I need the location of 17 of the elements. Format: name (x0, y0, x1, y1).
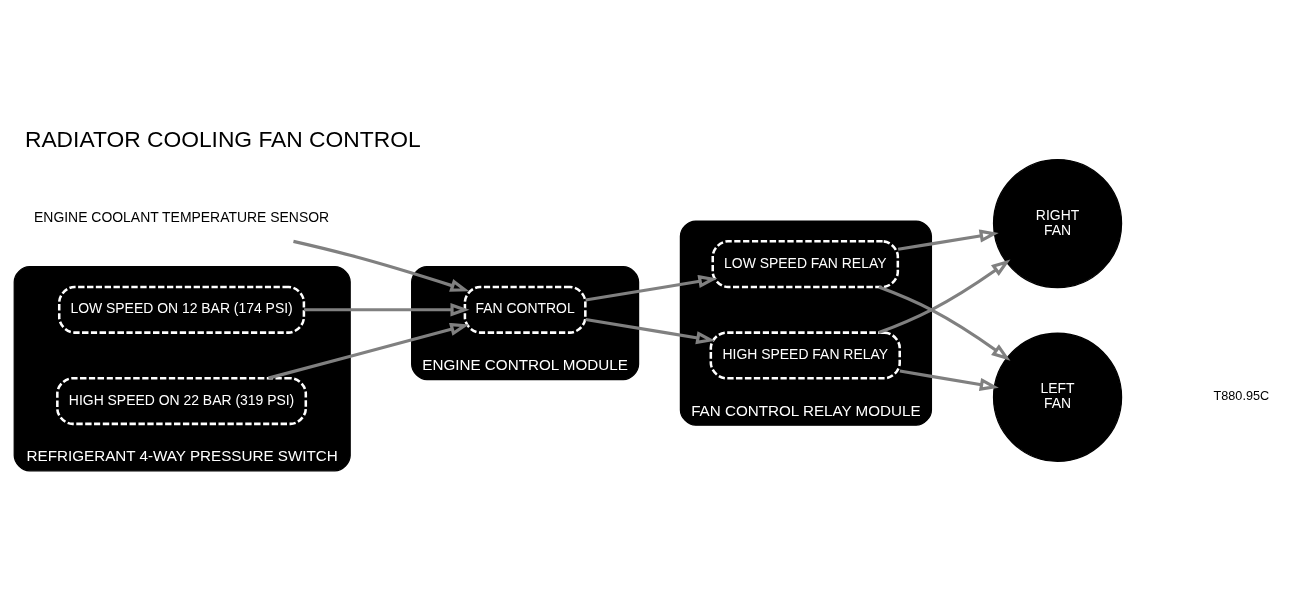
arrow (897, 229, 999, 251)
node-box: LOW SPEED ON 12 BAR (174 PSI) (57, 285, 306, 334)
label: T880.95C (1213, 389, 1270, 404)
arrow (878, 285, 1011, 361)
arrow (585, 317, 716, 345)
arrow (878, 259, 1011, 334)
node-box: HIGH SPEED FAN RELAY (709, 331, 901, 380)
arrow (268, 322, 470, 380)
arrow (899, 369, 999, 392)
diagram-title: RADIATOR COOLING FAN CONTROL (24, 126, 421, 153)
node-box: LOW SPEED FAN RELAY (711, 240, 900, 289)
node-text: ENGINE COOLANT TEMPERATURE SENSOR (34, 209, 330, 226)
node-box: FAN CONTROL (463, 285, 587, 334)
node-box: HIGH SPEED ON 22 BAR (319 PSI) (56, 377, 308, 426)
arrow (304, 303, 470, 317)
arrow (585, 274, 718, 302)
arrow (293, 239, 470, 292)
